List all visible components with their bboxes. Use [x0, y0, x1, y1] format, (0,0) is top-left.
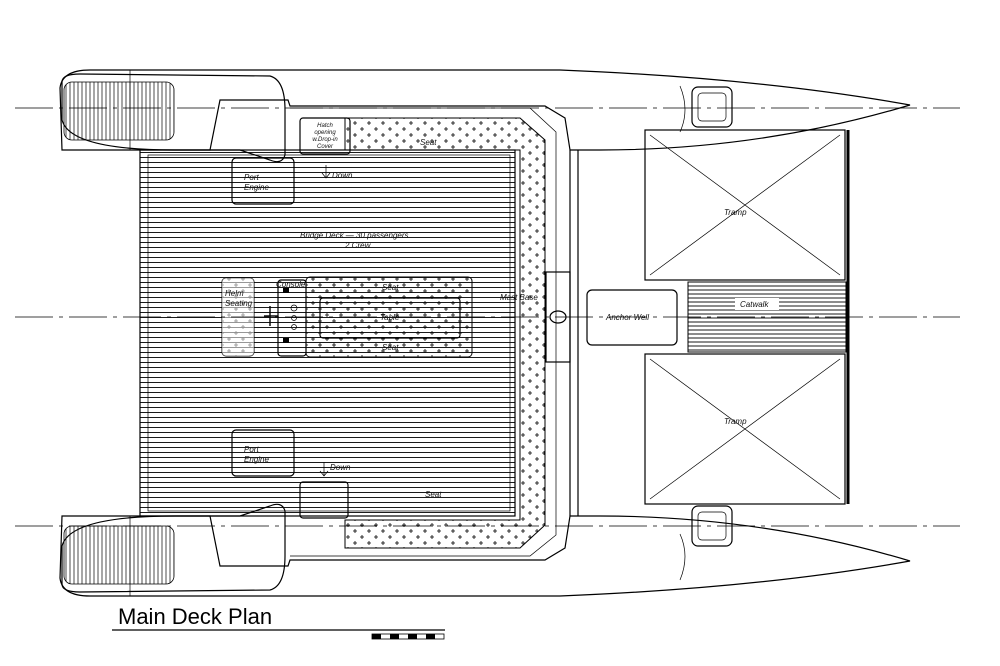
bow-hatch-top-inner: [697, 92, 727, 122]
anchor-well: Anchor Well: [586, 289, 678, 346]
helm-seating-label-2: Seating: [225, 299, 253, 308]
catwalk-label: Catwalk: [740, 300, 769, 309]
hatch-label-1: Hatch: [317, 123, 333, 129]
down-arrow-top: Down: [321, 165, 353, 180]
bridge-deck-label-2: 2 Crew: [344, 241, 372, 250]
seat-label-bottom: Seat: [425, 490, 442, 499]
mast-base-label: Mast Base: [500, 293, 538, 302]
down-arrow-bottom: Down: [319, 462, 351, 477]
port-engine-top-label-1: Port: [244, 173, 259, 182]
down-label-bottom: Down: [330, 463, 351, 472]
scale-bar: [371, 633, 445, 640]
table-seat-bottom-label: Seat: [382, 343, 399, 352]
perimeter-seat: [290, 107, 557, 557]
drawing-title: Main Deck Plan: [118, 604, 272, 629]
hatch: Hatch opening w.Drop-in Cover: [299, 117, 351, 155]
port-engine-top: Port Engine: [231, 157, 295, 205]
anchor-well-label: Anchor Well: [605, 313, 649, 322]
hatch-label-3: w.Drop-in: [312, 137, 338, 143]
port-engine-bottom-label-1: Port: [244, 445, 259, 454]
table-seat-top-label: Seat: [382, 283, 399, 292]
port-engine-top-label-2: Engine: [244, 183, 269, 192]
tramp-top-label: Tramp: [724, 208, 747, 217]
stern-pod-top: [61, 73, 286, 163]
catwalk: Catwalk: [687, 281, 847, 353]
hatch-label-4: Cover: [317, 144, 334, 150]
port-engine-bottom: Port Engine: [231, 429, 295, 477]
console-label: Console: [276, 280, 306, 289]
bridge-deck-label-1: Bridge Deck — 30 passengers: [300, 231, 409, 240]
port-engine-bottom-label-2: Engine: [244, 455, 269, 464]
helm-seating-label-1: Helm: [225, 289, 244, 298]
bow-hatch-top: [691, 86, 733, 128]
seat-label-top: Seat: [420, 138, 437, 147]
stern-pod-bottom: [61, 503, 286, 593]
down-label-top: Down: [332, 171, 353, 180]
table-label: Table: [380, 313, 400, 322]
hatch-bottom: [299, 481, 349, 519]
tramp-bottom-label: Tramp: [724, 417, 747, 426]
hatch-label-2: opening: [314, 130, 336, 136]
